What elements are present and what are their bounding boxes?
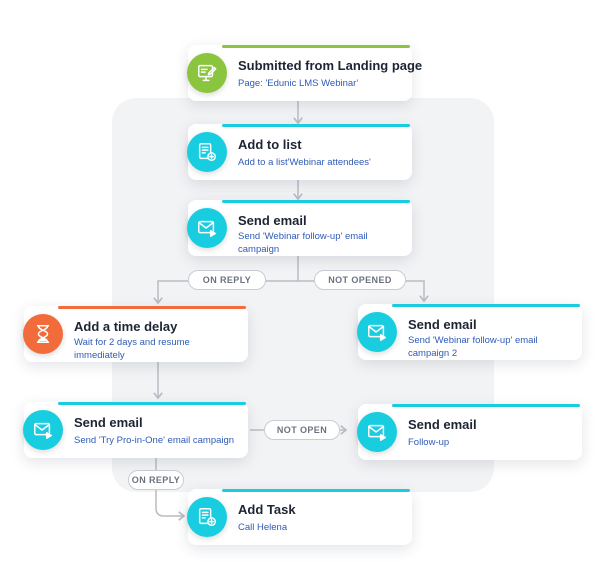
node-title: Send email xyxy=(74,415,143,430)
node-title: Send email xyxy=(408,317,477,332)
node-add-task[interactable]: Add Task Call Helena xyxy=(187,489,412,545)
node-subtitle: Call Helena xyxy=(238,522,288,533)
node-subtitle: Follow-up xyxy=(408,437,450,448)
node-subtitle: Send 'Webinar follow-up' email campaign … xyxy=(408,335,538,359)
form-submit-icon xyxy=(187,53,227,93)
node-title: Add a time delay xyxy=(74,319,178,334)
node-accent-bar xyxy=(58,402,246,405)
hourglass-icon xyxy=(23,314,63,354)
node-subtitle: Wait for 2 days and resume immediately xyxy=(74,337,190,361)
node-subtitle: Add to a list'Webinar attendees' xyxy=(238,157,371,168)
condition-not-opened[interactable]: NOT OPENED xyxy=(314,270,406,290)
node-submitted[interactable]: Submitted from Landing page Page: 'Eduni… xyxy=(187,45,422,101)
node-title: Add to list xyxy=(238,137,302,152)
email-send-icon xyxy=(357,312,397,352)
node-accent-bar xyxy=(392,304,580,307)
email-send-icon xyxy=(23,410,63,450)
node-accent-bar xyxy=(222,200,410,203)
condition-on-reply-1[interactable]: ON REPLY xyxy=(188,270,266,290)
email-send-icon xyxy=(187,208,227,248)
node-send-email-4[interactable]: Send email Follow-up xyxy=(357,404,582,460)
node-accent-bar xyxy=(222,45,410,48)
node-title: Send email xyxy=(408,417,477,432)
node-title: Add Task xyxy=(238,502,296,517)
email-send-icon xyxy=(357,412,397,452)
node-subtitle: Send 'Webinar follow-up' email campaign xyxy=(238,231,368,255)
node-title: Submitted from Landing page xyxy=(238,58,423,73)
task-add-icon xyxy=(187,497,227,537)
node-accent-bar xyxy=(222,489,410,492)
condition-on-reply-2[interactable]: ON REPLY xyxy=(128,470,184,490)
condition-not-open[interactable]: NOT OPEN xyxy=(264,420,340,440)
node-title: Send email xyxy=(238,213,307,228)
node-send-email-3[interactable]: Send email Send 'Try Pro-in-One' email c… xyxy=(23,402,248,458)
node-send-email-1[interactable]: Send email Send 'Webinar follow-up' emai… xyxy=(187,200,412,256)
node-add-to-list[interactable]: Add to list Add to a list'Webinar attend… xyxy=(187,124,412,180)
node-accent-bar xyxy=(392,404,580,407)
node-subtitle: Send 'Try Pro-in-One' email campaign xyxy=(74,435,235,446)
node-accent-bar xyxy=(58,306,246,309)
list-add-icon xyxy=(187,132,227,172)
node-subtitle: Page: 'Edunic LMS Webinar' xyxy=(238,78,359,89)
node-time-delay[interactable]: Add a time delay Wait for 2 days and res… xyxy=(23,306,248,362)
node-accent-bar xyxy=(222,124,410,127)
connector-email-to-task xyxy=(155,457,186,521)
node-send-email-2[interactable]: Send email Send 'Webinar follow-up' emai… xyxy=(357,304,582,360)
